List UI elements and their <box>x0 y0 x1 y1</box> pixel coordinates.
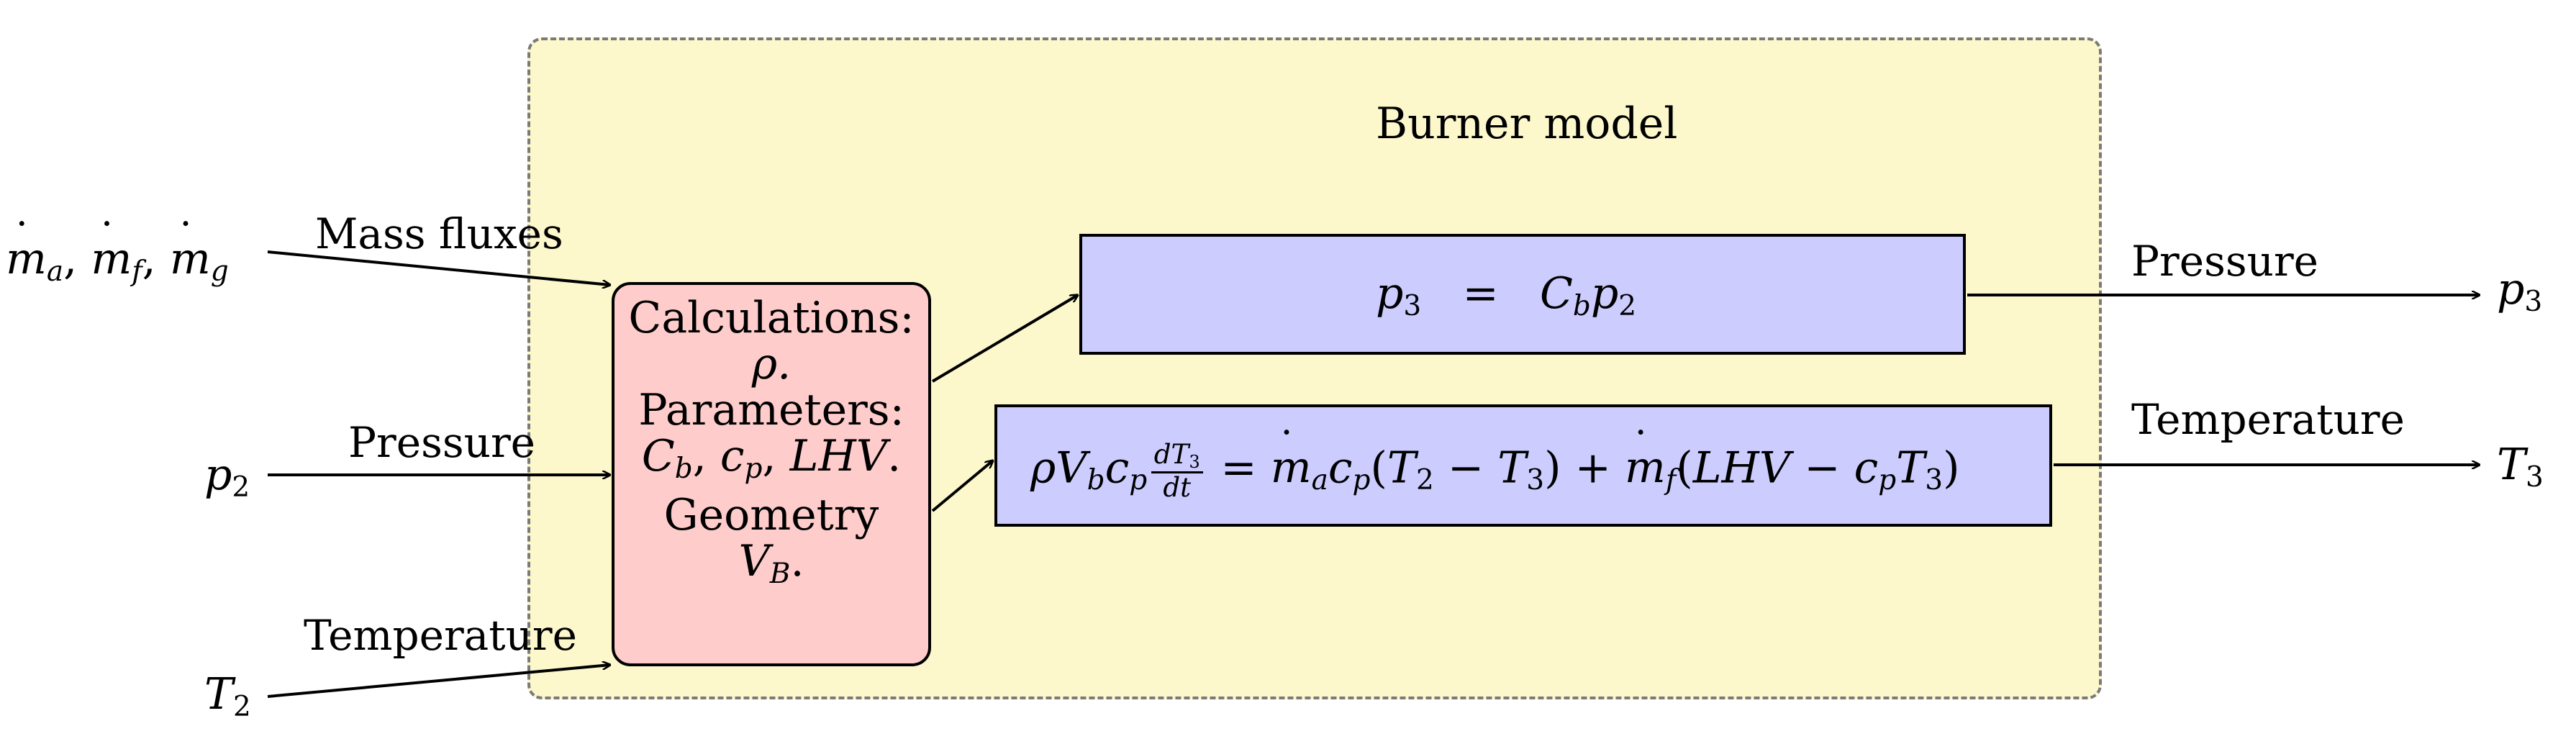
temperature-equation-box <box>994 404 2052 527</box>
input-temperature-label: Temperature <box>304 611 577 660</box>
calc-line-calculations: Calculations: <box>628 293 915 343</box>
output-pressure-label: Pressure <box>2131 237 2319 286</box>
calc-line-params-list: Cb, cp, LHV. <box>641 431 902 485</box>
pressure-equation: p3 = Cbp2 <box>1376 268 1637 322</box>
input-mass-symbol: ma, mf, mg <box>6 218 229 286</box>
diagram-title: Burner model <box>1376 99 1678 149</box>
input-mass-label: Mass fluxes <box>315 209 563 258</box>
arrow-mass-in <box>267 250 610 285</box>
pressure-equation-box <box>1079 234 1966 355</box>
calc-line-volume: VB. <box>738 535 804 590</box>
calc-line-rho: ρ. <box>751 339 792 389</box>
arrow-temperature-in <box>267 665 610 698</box>
output-pressure-symbol: p3 <box>2497 264 2543 318</box>
calc-line-parameters: Parameters: <box>638 385 904 435</box>
calc-line-geometry: Geometry <box>663 489 879 540</box>
calculations-text: Calculations: ρ. Parameters: Cb, cp, LHV… <box>612 295 931 597</box>
output-temperature-symbol: T3 <box>2497 440 2544 494</box>
input-temperature-symbol: T2 <box>204 669 251 723</box>
arrow-calc-to-temperature-eq <box>931 461 993 512</box>
calculations-box <box>612 282 931 666</box>
arrow-calc-to-pressure-eq <box>931 295 1078 383</box>
output-temperature-label: Temperature <box>2131 395 2405 444</box>
input-pressure-symbol: p2 <box>204 450 250 504</box>
input-pressure-label: Pressure <box>348 418 536 467</box>
